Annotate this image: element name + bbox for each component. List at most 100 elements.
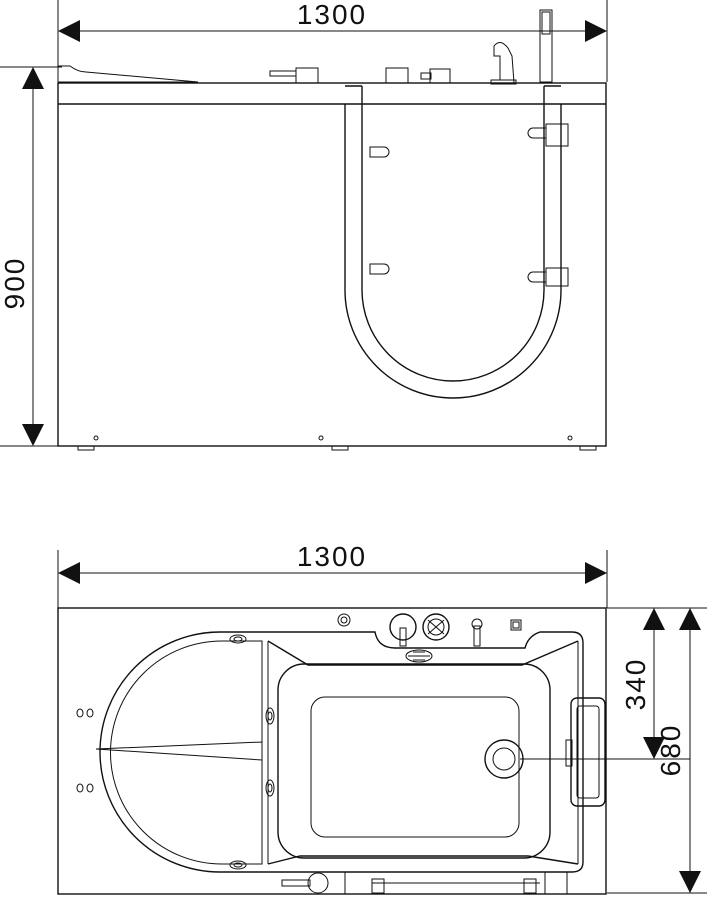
headrest-pillow bbox=[58, 65, 199, 83]
jet-pair-upper-b bbox=[86, 708, 94, 718]
well-floor bbox=[310, 696, 520, 838]
hinge-lower bbox=[545, 267, 569, 287]
handle-outer bbox=[570, 697, 606, 807]
hand-shower-head bbox=[541, 11, 551, 35]
diverter-inner bbox=[427, 618, 445, 636]
deck-outline bbox=[57, 607, 607, 895]
foot-marker-1 bbox=[93, 435, 99, 441]
deck-fittings bbox=[337, 613, 522, 647]
foot-2 bbox=[331, 445, 349, 451]
handle-mount bbox=[565, 739, 573, 767]
arrow-top bbox=[679, 608, 701, 630]
jet-side-upper bbox=[265, 707, 275, 725]
foot-3 bbox=[579, 445, 597, 451]
jet-side-lower bbox=[265, 779, 275, 797]
arrow-bottom bbox=[643, 737, 665, 759]
arrow-bottom bbox=[679, 871, 701, 893]
grab-handle bbox=[565, 697, 606, 807]
front-height-label: 900 bbox=[0, 257, 30, 310]
diverter-knob bbox=[422, 613, 450, 641]
fixture-lever-1 bbox=[269, 70, 297, 77]
door-inner bbox=[361, 86, 545, 382]
seat-crease bbox=[95, 741, 263, 761]
foot-marker-2 bbox=[318, 435, 324, 441]
door-hinge-block bbox=[544, 871, 568, 895]
door-outline bbox=[344, 85, 562, 399]
fixture-stub-3 bbox=[420, 72, 432, 80]
diverter-cross bbox=[427, 619, 445, 635]
handle-inner bbox=[576, 705, 600, 799]
depth-dimension: 680 bbox=[607, 608, 707, 894]
arrow-right bbox=[585, 562, 607, 584]
fixture-block-1 bbox=[295, 67, 319, 84]
drain-offset-label: 340 bbox=[620, 658, 651, 711]
arrow-bottom bbox=[22, 424, 44, 446]
door-clip-right bbox=[523, 878, 537, 894]
lever-arm bbox=[281, 879, 311, 887]
seat-outline bbox=[110, 640, 263, 865]
arrow-top bbox=[643, 608, 665, 630]
lever-knob bbox=[307, 872, 329, 894]
top-width-label: 1300 bbox=[297, 541, 367, 572]
arrow-left bbox=[58, 562, 80, 584]
mixer-knob bbox=[389, 613, 417, 641]
spout-base bbox=[490, 79, 517, 85]
jet-bottom-core bbox=[233, 862, 243, 868]
fitting-button-core bbox=[340, 616, 348, 624]
front-lever bbox=[281, 872, 329, 894]
latch-upper bbox=[369, 146, 390, 158]
jet-side-lower-core bbox=[267, 783, 273, 793]
jet-side-upper-core bbox=[267, 711, 273, 721]
front-width-dimension: 1300 bbox=[57, 0, 608, 82]
well-chamfer-bottom bbox=[267, 855, 579, 865]
drain bbox=[484, 739, 524, 779]
shower-holder-core bbox=[512, 621, 520, 629]
door-latches-left bbox=[369, 146, 390, 275]
faucet-fixtures bbox=[269, 9, 553, 85]
spout-neck bbox=[473, 625, 481, 647]
door-seal-strip bbox=[344, 871, 568, 895]
drain-inner-ring bbox=[492, 747, 516, 771]
mixer-lever bbox=[399, 627, 407, 647]
door-hinges-right bbox=[527, 123, 569, 287]
front-height-dimension: 900 bbox=[0, 66, 62, 447]
door-outer bbox=[344, 104, 562, 399]
well-outer bbox=[277, 663, 551, 859]
jet-top-core bbox=[233, 636, 243, 642]
hinge-upper-knob bbox=[527, 127, 546, 139]
shower-holder bbox=[510, 619, 522, 631]
latch-lower bbox=[369, 263, 390, 275]
spout bbox=[493, 42, 515, 84]
foot-1 bbox=[77, 445, 95, 451]
arrow-right bbox=[585, 20, 607, 42]
jet-bottom bbox=[229, 860, 247, 870]
drain-offset-dimension: 340 bbox=[520, 607, 707, 760]
front-elevation-view: 1300 900 bbox=[0, 0, 608, 451]
overflow-grill bbox=[405, 649, 433, 663]
arrow-left bbox=[58, 20, 80, 42]
depth-label: 680 bbox=[655, 724, 686, 777]
well-chamfer-top bbox=[267, 640, 579, 666]
arrow-top bbox=[22, 67, 44, 89]
top-width-dimension: 1300 bbox=[57, 541, 608, 608]
jet-pair-upper-a bbox=[76, 708, 84, 718]
hand-shower bbox=[539, 9, 553, 83]
jet-pair-lower-a bbox=[76, 783, 84, 793]
spout-base bbox=[471, 618, 483, 630]
tub-body-outline bbox=[57, 82, 607, 447]
front-width-label: 1300 bbox=[297, 0, 367, 30]
foot-marker-3 bbox=[567, 435, 573, 441]
massage-jets bbox=[76, 634, 275, 870]
drain-outer-ring bbox=[484, 739, 524, 779]
fixture-block-3 bbox=[429, 68, 451, 84]
fitting-button bbox=[337, 613, 351, 627]
grill-outline bbox=[405, 649, 433, 663]
hinge-lower-knob bbox=[527, 271, 546, 283]
top-plan-view: 1300 340 680 bbox=[57, 541, 707, 895]
jet-top bbox=[229, 634, 247, 644]
hinge-upper bbox=[545, 123, 569, 147]
tub-feet bbox=[77, 435, 597, 451]
door-clip-left bbox=[371, 878, 385, 894]
jet-pair-lower-b bbox=[86, 783, 94, 793]
